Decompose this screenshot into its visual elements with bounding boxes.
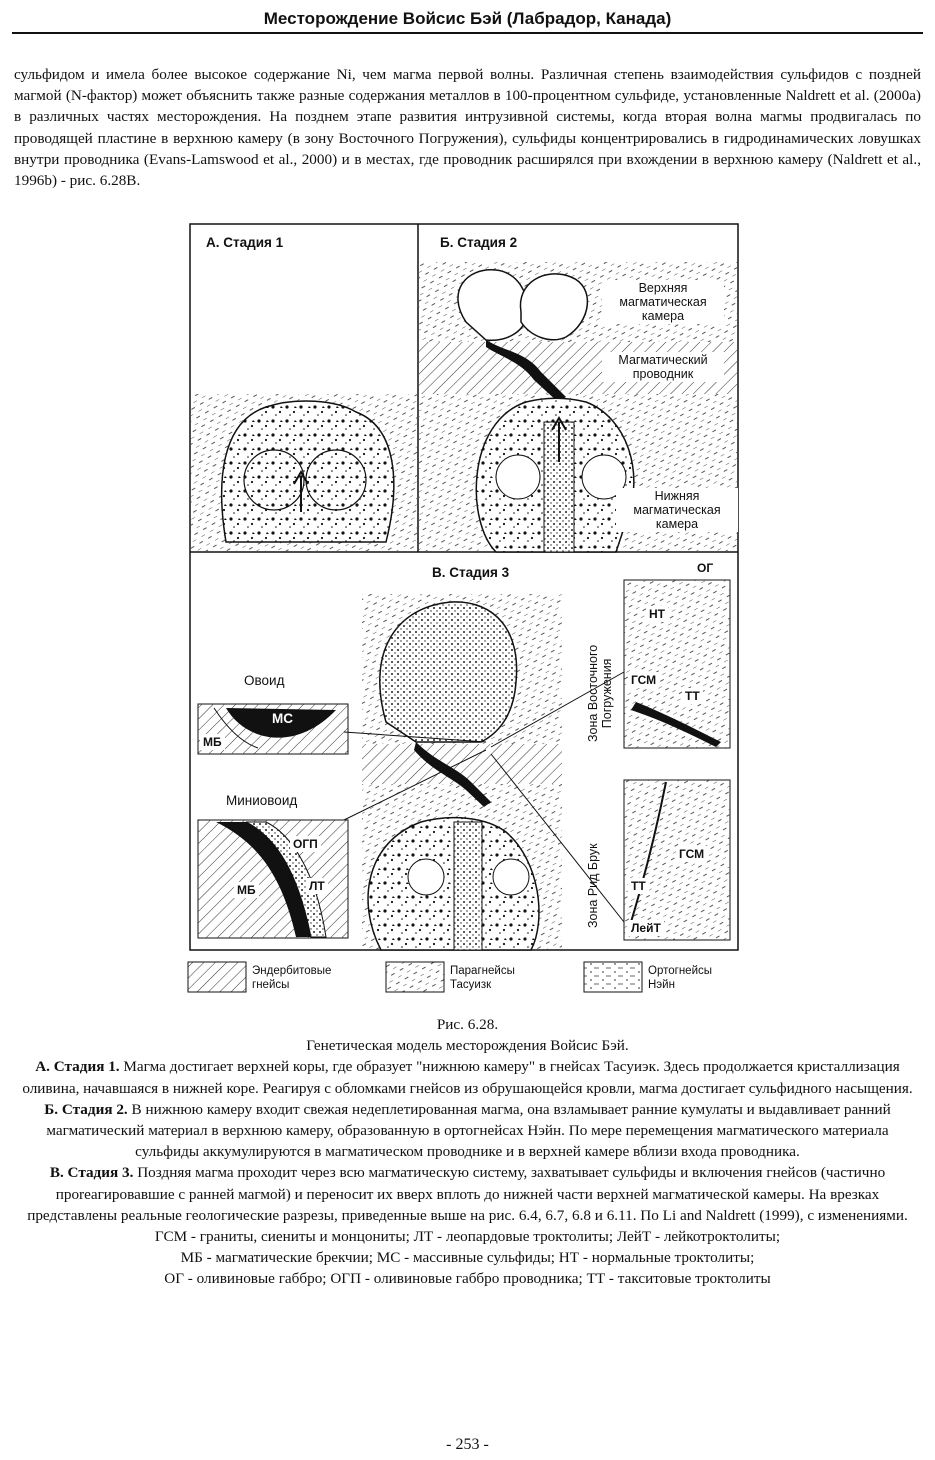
upper-chamber-line-3: камера — [641, 309, 685, 323]
body-paragraph: сульфидом и имела более высокое содержан… — [14, 66, 921, 190]
legend-enderbite-line-2: гнейсы — [252, 979, 290, 991]
legend-enderbite-line-1: Эндербитовые — [252, 965, 332, 977]
conduit-line-1: Магматический — [618, 353, 708, 367]
caption-stage-c: В. Стадия 3. Поздняя магма проходит чере… — [14, 1162, 921, 1226]
miniovoid-label: Миниовоид — [226, 793, 298, 808]
panel-b-title: Б. Стадия 2 — [440, 235, 518, 250]
legend-paragneiss-line-2: Тасуизк — [450, 979, 492, 991]
east-tt-label: ТТ — [682, 688, 703, 704]
lower-chamber-label: Нижняя магматическая камера — [616, 488, 738, 532]
legend-item-paragneiss: Парагнейсы Тасуизк — [450, 964, 515, 992]
reid-gsm-label: ГСМ — [676, 846, 708, 862]
legend-orthogneiss-line-2: Нэйн — [648, 979, 675, 991]
zone-east-line-1: Зона Восточного — [586, 644, 600, 742]
reid-tt-label: ТТ — [628, 878, 649, 894]
caption-fig-title: Генетическая модель месторождения Войсис… — [306, 1037, 629, 1055]
reid-leit-label: ЛейТ — [628, 920, 664, 936]
east-gsm-label: ГСМ — [628, 672, 660, 688]
ovoid-mb-label: МБ — [200, 734, 225, 750]
figure-6-28: А. Стадия 1 Б. Стадия 2 Верхняя магматич… — [186, 222, 746, 1002]
panel-c-title: В. Стадия 3 — [432, 565, 510, 580]
zone-east-label: Зона Восточного Погружения — [586, 645, 614, 742]
legend-orthogneiss-line-1: Ортогнейсы — [648, 965, 713, 977]
figure-caption: Рис. 6.28. Генетическая модель месторожд… — [14, 1014, 921, 1290]
zone-reid-label: Зона Рид Брук — [586, 843, 600, 928]
miniovoid-lt-label: ЛТ — [306, 878, 328, 894]
page-number: - 253 - — [446, 1436, 489, 1453]
conduit-line-2: проводник — [632, 367, 694, 381]
lower-chamber-line-1: Нижняя — [654, 489, 700, 503]
stage-b-text: В нижнюю камеру входит свежая недеплетир… — [46, 1100, 891, 1161]
ovoid-ms-label: МС — [272, 711, 293, 726]
lower-chamber-line-2: магматическая — [633, 503, 721, 517]
stage-a-text: Магма достигает верхней коры, где образу… — [22, 1058, 913, 1097]
stage-c-label: В. Стадия 3. — [49, 1164, 134, 1182]
upper-chamber-line-2: магматическая — [619, 295, 707, 309]
lower-chamber-line-3: камера — [655, 517, 699, 531]
east-og-label: ОГ — [694, 560, 717, 576]
legend-item-orthogneiss: Ортогнейсы Нэйн — [648, 964, 712, 992]
ovoid-label: Овоид — [244, 673, 285, 688]
legend-paragneiss-line-1: Парагнейсы — [450, 965, 515, 977]
running-header: Месторождение Войсис Бэй (Лабрадор, Кана… — [12, 6, 923, 34]
east-nt-label: НТ — [646, 606, 668, 622]
conduit-label: Магматический проводник — [602, 352, 724, 382]
caption-abbr-1: ГСМ - граниты, сиениты и монцониты; ЛТ -… — [154, 1228, 781, 1246]
body-text: сульфидом и имела более высокое содержан… — [14, 64, 921, 191]
caption-stage-a: А. Стадия 1. Магма достигает верхней кор… — [14, 1056, 921, 1098]
zone-east-line-2: Погружения — [600, 658, 614, 729]
caption-abbr-3: ОГ - оливиновые габбро; ОГП - оливиновые… — [164, 1270, 771, 1288]
caption-stage-b: Б. Стадия 2. В нижнюю камеру входит свеж… — [14, 1099, 921, 1163]
miniovoid-ogp-label: ОГП — [290, 836, 321, 852]
panel-a-title: А. Стадия 1 — [206, 235, 284, 250]
caption-fig-number: Рис. 6.28. — [436, 1016, 499, 1033]
upper-chamber-label: Верхняя магматическая камера — [602, 280, 724, 324]
stage-a-label: А. Стадия 1. — [35, 1058, 120, 1076]
caption-abbr-2: МБ - магматические брекчии; МС - массивн… — [180, 1249, 755, 1267]
legend-item-enderbite: Эндербитовые гнейсы — [252, 964, 331, 992]
upper-chamber-line-1: Верхняя — [638, 281, 688, 295]
stage-c-text: Поздняя магма проходит через всю магмати… — [27, 1164, 908, 1224]
stage-b-label: Б. Стадия 2. — [44, 1100, 128, 1118]
miniovoid-mb-label: МБ — [234, 882, 259, 898]
